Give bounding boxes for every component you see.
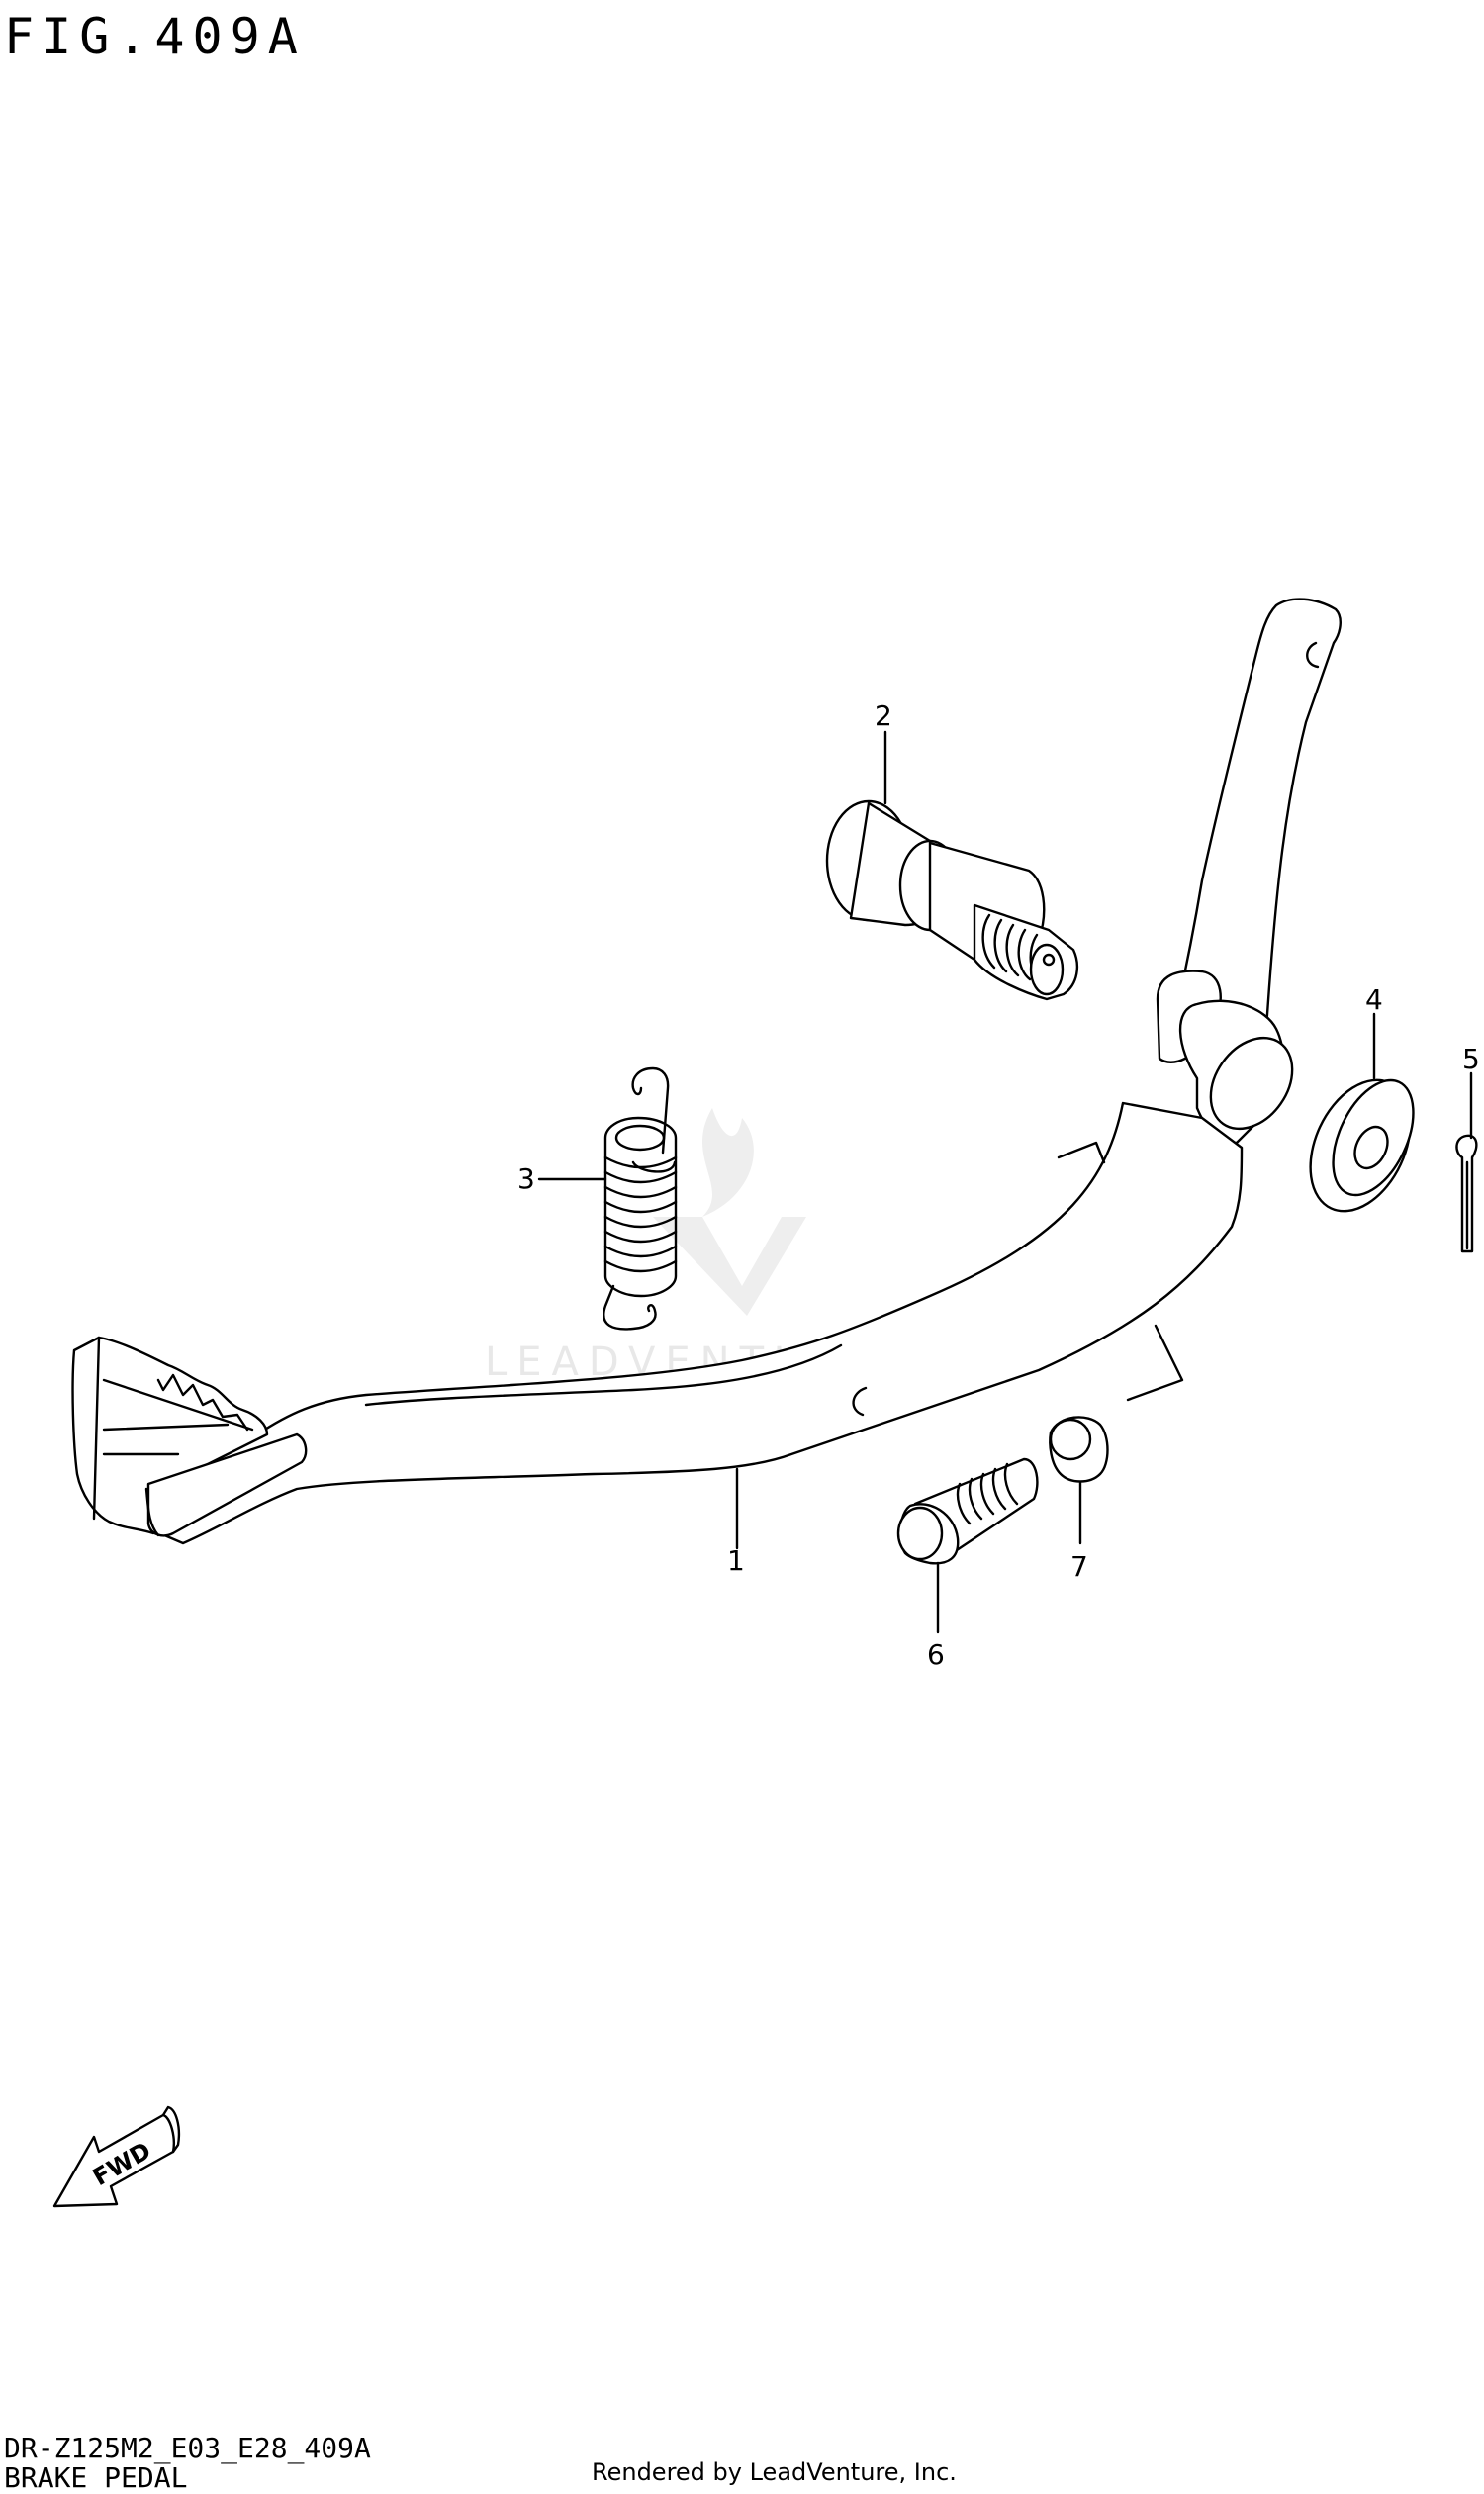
callout-4: 4: [1365, 983, 1383, 1016]
callout-3: 3: [517, 1162, 535, 1195]
leader-lines: [537, 730, 1473, 1634]
figure-title: FIG.409A: [4, 8, 306, 65]
render-credit: Rendered by LeadVenture, Inc.: [592, 2458, 957, 2486]
callout-1: 1: [727, 1544, 745, 1577]
callout-7: 7: [1070, 1550, 1088, 1583]
pivot-shaft-part: [825, 799, 1079, 1001]
watermark: LEADVENTURE: [485, 1108, 875, 1385]
callout-6: 6: [927, 1638, 945, 1671]
callouts: 1 2 3 4 5 6 7: [517, 699, 1480, 1671]
washer-part: [1309, 1078, 1415, 1213]
bolt-part: [896, 1457, 1039, 1565]
callout-2: 2: [875, 699, 892, 732]
nut-part: [1049, 1416, 1109, 1483]
diagram-name: BRAKE PEDAL: [4, 2461, 188, 2494]
fwd-arrow-icon: FWD: [52, 2105, 181, 2208]
cotter-pin-part: [1455, 1134, 1478, 1253]
return-spring-part: [603, 1066, 678, 1331]
brake-pedal-part: [71, 598, 1342, 1545]
callout-5: 5: [1462, 1043, 1480, 1075]
diagram-code: DR-Z125M2_E03_E28_409A: [4, 2432, 371, 2464]
